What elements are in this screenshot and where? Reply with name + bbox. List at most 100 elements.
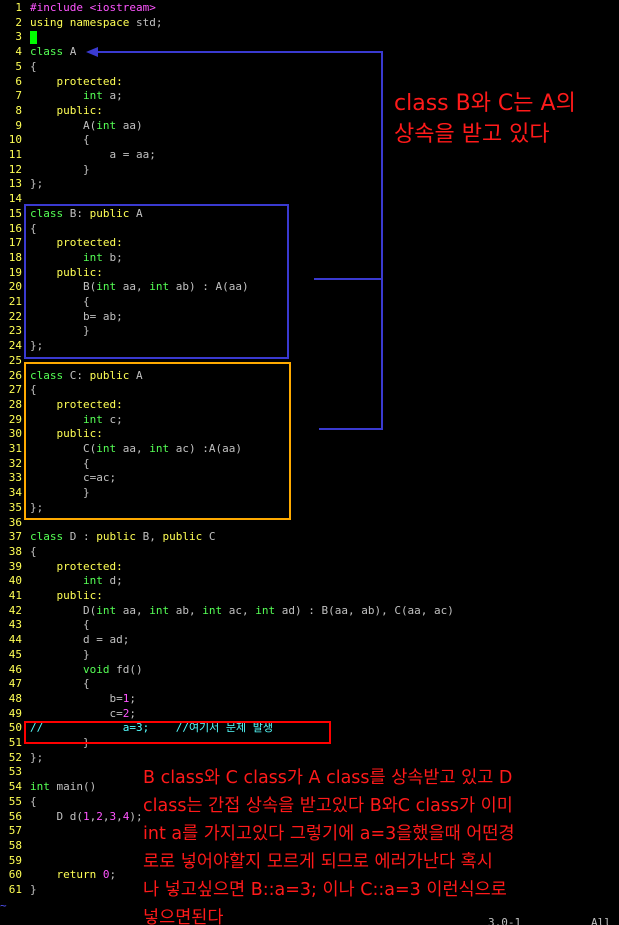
code-line[interactable]: 12 } — [0, 163, 619, 178]
code-line[interactable]: 49 c=2; — [0, 707, 619, 722]
code-line[interactable]: 36 — [0, 516, 619, 531]
code-line[interactable]: 11 a = aa; — [0, 148, 619, 163]
code-text: b= ab; — [30, 310, 123, 325]
code-text — [30, 30, 37, 45]
code-line[interactable]: 16{ — [0, 222, 619, 237]
line-number: 45 — [8, 647, 22, 661]
code-line[interactable]: 38{ — [0, 545, 619, 560]
code-token: { — [30, 544, 37, 558]
code-line[interactable]: 27{ — [0, 383, 619, 398]
code-line[interactable]: 35}; — [0, 501, 619, 516]
code-line[interactable]: 48 b=1; — [0, 692, 619, 707]
code-token: }; — [30, 177, 44, 191]
code-token: int — [82, 574, 103, 588]
code-line[interactable]: 9 A(int aa) — [0, 119, 619, 134]
code-line[interactable]: 39 protected: — [0, 560, 619, 575]
code-line[interactable]: 7 int a; — [0, 89, 619, 104]
line-number: 12 — [8, 162, 22, 176]
line-number: 53 — [8, 765, 22, 779]
line-number: 36 — [8, 515, 22, 529]
code-token: protected: — [30, 559, 123, 573]
code-line[interactable]: 30 public: — [0, 427, 619, 442]
code-line[interactable]: 55{ — [0, 795, 619, 810]
code-token: ab) : A(aa) — [169, 280, 249, 294]
line-number: 22 — [8, 309, 22, 323]
code-text: } — [30, 883, 37, 898]
code-token: int — [82, 412, 103, 426]
code-text: D(int aa, int ab, int ac, int ad) : B(aa… — [30, 604, 454, 619]
code-line[interactable]: 59 — [0, 854, 619, 869]
code-token: C — [202, 530, 216, 544]
code-line[interactable]: 53 — [0, 765, 619, 780]
code-line[interactable]: 42 D(int aa, int ab, int ac, int ad) : B… — [0, 604, 619, 619]
code-line[interactable]: 32 { — [0, 457, 619, 472]
line-number: 61 — [8, 883, 22, 896]
code-line[interactable]: 1#include <iostream> — [0, 1, 619, 16]
code-line[interactable]: 41 public: — [0, 589, 619, 604]
line-number: 57 — [8, 824, 22, 838]
code-line[interactable]: 60 return 0; — [0, 868, 619, 883]
code-token: b; — [102, 250, 123, 264]
code-line[interactable]: 6 protected: — [0, 75, 619, 90]
code-line[interactable]: 46 void fd() — [0, 663, 619, 678]
code-text: { — [30, 295, 90, 310]
code-line[interactable]: 33 c=ac; — [0, 471, 619, 486]
code-line[interactable]: 20 B(int aa, int ab) : A(aa) — [0, 280, 619, 295]
code-token: } — [30, 647, 90, 661]
code-line[interactable]: 29 int c; — [0, 413, 619, 428]
code-token: std; — [129, 15, 163, 29]
code-line[interactable]: 45 } — [0, 648, 619, 663]
code-line[interactable]: 25 — [0, 354, 619, 369]
line-number: 19 — [8, 265, 22, 279]
code-line[interactable]: 61} — [0, 883, 619, 898]
code-token: public: — [30, 103, 103, 117]
code-line[interactable]: 44 d = ad; — [0, 633, 619, 648]
code-line[interactable]: 22 b= ab; — [0, 310, 619, 325]
code-line[interactable]: 18 int b; — [0, 251, 619, 266]
code-line[interactable]: 17 protected: — [0, 236, 619, 251]
code-line[interactable]: 23 } — [0, 324, 619, 339]
code-token: } — [30, 162, 90, 176]
code-line[interactable]: 50// a=3; //여기서 문제 발생 — [0, 721, 619, 736]
code-line[interactable]: 10 { — [0, 133, 619, 148]
code-line[interactable]: 34 } — [0, 486, 619, 501]
code-line[interactable]: 28 protected: — [0, 398, 619, 413]
code-line[interactable]: 3 — [0, 30, 619, 45]
code-line[interactable]: 47 { — [0, 677, 619, 692]
line-number: 8 — [15, 103, 22, 117]
text-cursor — [30, 30, 37, 44]
code-line[interactable]: 5{ — [0, 60, 619, 75]
code-text: } — [30, 736, 90, 751]
code-line[interactable]: 31 C(int aa, int ac) :A(aa) — [0, 442, 619, 457]
code-line[interactable]: 8 public: — [0, 104, 619, 119]
code-line[interactable]: 56 D d(1,2,3,4); — [0, 810, 619, 825]
code-token: protected: — [30, 397, 123, 411]
code-line[interactable]: 51 } — [0, 736, 619, 751]
line-number: 3 — [15, 30, 22, 44]
code-line[interactable]: 24}; — [0, 339, 619, 354]
code-text: D d(1,2,3,4); — [30, 809, 142, 825]
code-token: class — [30, 45, 64, 59]
code-token — [30, 89, 83, 102]
code-line[interactable]: 40 int d; — [0, 574, 619, 589]
code-line[interactable]: 14 — [0, 192, 619, 207]
code-line[interactable]: 21 { — [0, 295, 619, 310]
code-line[interactable]: 57 — [0, 824, 619, 839]
code-line[interactable]: 58 — [0, 839, 619, 854]
code-text: } — [30, 324, 90, 339]
code-token: b= ab; — [30, 309, 123, 323]
code-line[interactable]: 19 public: — [0, 266, 619, 281]
code-token: b= — [30, 691, 123, 705]
code-line[interactable]: 43 { — [0, 618, 619, 633]
code-token: class — [30, 530, 64, 544]
code-line[interactable]: 52}; — [0, 751, 619, 766]
code-line[interactable]: 13}; — [0, 177, 619, 192]
code-text: public: — [30, 266, 102, 281]
code-token: D d( — [30, 809, 83, 823]
